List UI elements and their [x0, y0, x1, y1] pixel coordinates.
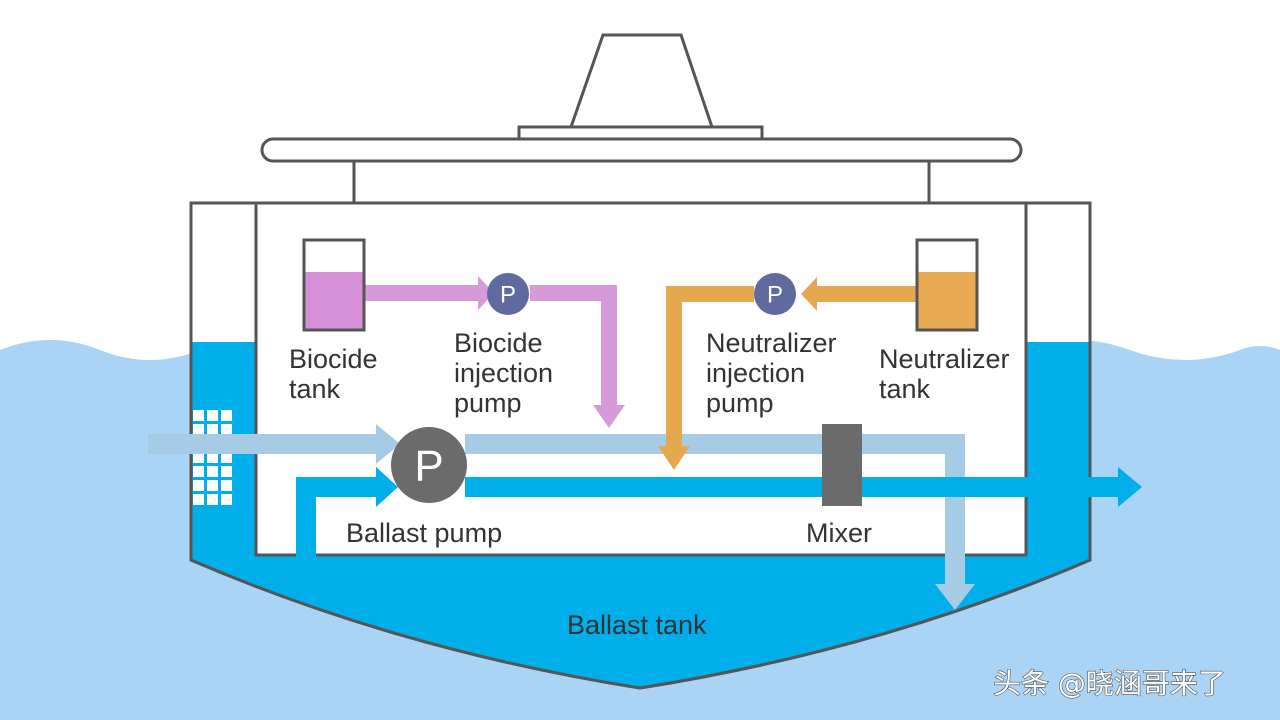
- biocide-tank: [302, 238, 366, 332]
- mixer-label: Mixer: [806, 518, 872, 548]
- biocide-pump-label-line2: injection: [454, 358, 553, 388]
- bridge-deck: [260, 137, 1023, 163]
- deckhouse: [352, 159, 931, 205]
- ballast-pump-letter: P: [414, 442, 443, 491]
- ballast-pump-label: Ballast pump: [346, 518, 502, 548]
- neutralizer-tank-label-line2: tank: [879, 374, 931, 404]
- funnel: [568, 33, 715, 129]
- neutralizer-line: [658, 277, 917, 470]
- neutralizer-pump-label: Neutralizer injection pump: [706, 328, 844, 418]
- biocide-tank-label-line1: Biocide: [289, 344, 378, 374]
- biocide-pump-label-line1: Biocide: [454, 328, 543, 358]
- biocide-pump-label: Biocide injection pump: [454, 328, 561, 418]
- biocide-pump-letter: P: [500, 282, 516, 309]
- ballast-pump: P: [391, 427, 467, 503]
- sea-chest-grille: [193, 410, 232, 505]
- biocide-tank-label-line2: tank: [289, 374, 341, 404]
- neutralizer-tank-label: Neutralizer tank: [879, 344, 1017, 404]
- mixer: [822, 424, 862, 506]
- neutralizer-tank: [915, 238, 979, 332]
- ballast-tank-label: Ballast tank: [567, 610, 707, 640]
- funnel-base: [517, 125, 764, 141]
- neutralizer-tank-label-line1: Neutralizer: [879, 344, 1010, 374]
- ship-superstructure: [260, 33, 1023, 205]
- neutralizer-pump-label-line3: pump: [706, 388, 774, 418]
- neutralizer-pump-label-line2: injection: [706, 358, 805, 388]
- biocide-pump-label-line3: pump: [454, 388, 522, 418]
- biocide-line: [360, 276, 625, 428]
- biocide-injection-pump: P: [487, 273, 529, 315]
- ballast-flow: [296, 467, 1142, 559]
- biocide-tank-label: Biocide tank: [289, 344, 385, 404]
- neutralizer-injection-pump: P: [754, 273, 796, 315]
- neutralizer-pump-letter: P: [767, 282, 783, 309]
- neutralizer-pump-label-line1: Neutralizer: [706, 328, 837, 358]
- watermark-text: 头条 @晓涵哥来了: [993, 667, 1226, 700]
